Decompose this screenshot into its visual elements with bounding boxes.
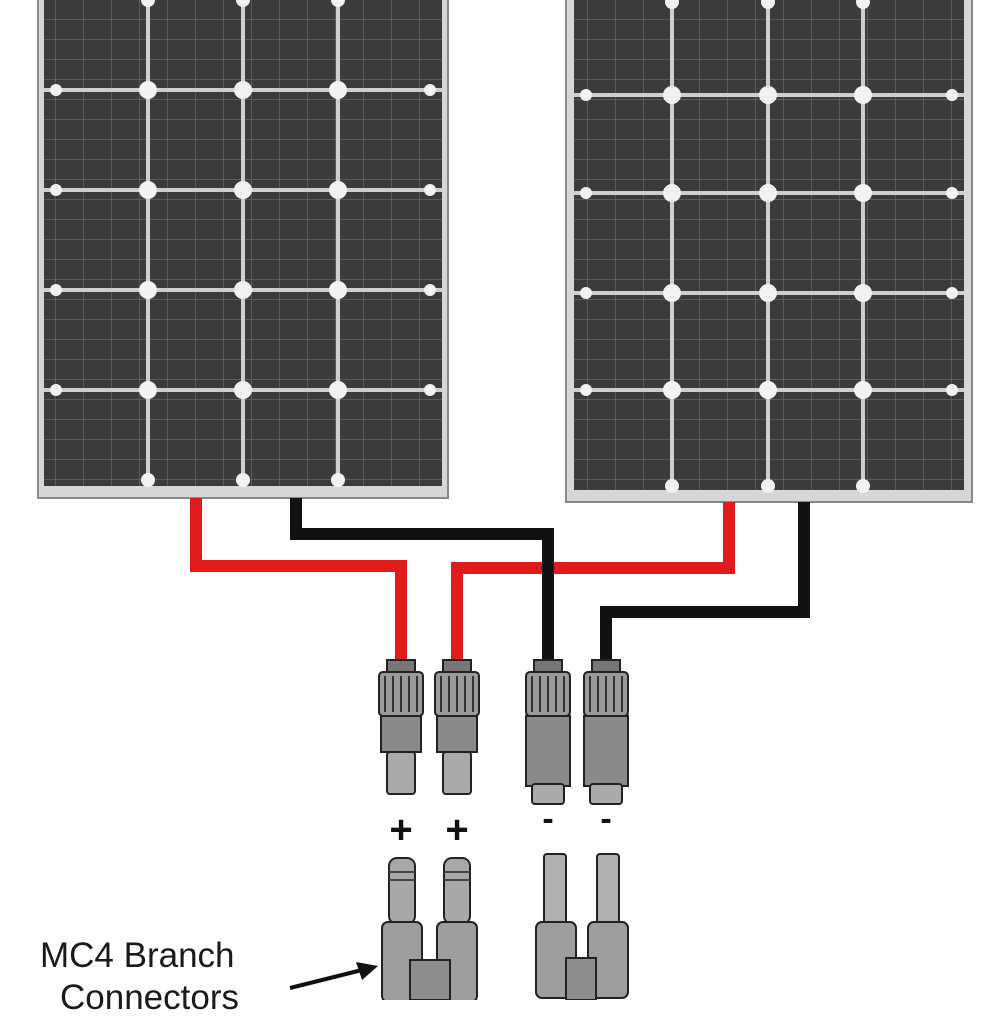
negative-wire-right-panel [600, 502, 810, 662]
positive-wire-left-panel [190, 498, 407, 662]
mc4-connector-negative-1 [525, 659, 571, 805]
branch-connector-negative [535, 853, 629, 1000]
caption-line-2: Connectors [60, 978, 239, 1017]
polarity-sign-positive-1: + [389, 808, 413, 852]
panel-junction-dots [50, 0, 436, 487]
panel-junction-dots [580, 0, 958, 493]
polarity-sign-negative-2: - [600, 800, 612, 838]
polarity-sign-positive-2: + [445, 808, 469, 852]
negative-wire-left-panel [290, 498, 554, 662]
branch-connector-positive [381, 857, 478, 1000]
mc4-connector-negative-2 [583, 659, 629, 805]
mc4-connectors [378, 659, 629, 805]
mc4-branch-connectors [381, 853, 629, 1000]
wiring [190, 498, 810, 662]
positive-wire-right-panel [451, 502, 735, 662]
solar-panel-right [565, 0, 973, 503]
mc4-connector-positive-1 [378, 659, 424, 795]
arrow-icon [289, 962, 378, 990]
caption-line-1: MC4 Branch [40, 936, 235, 975]
polarity-sign-negative-1: - [542, 800, 554, 838]
mc4-connector-positive-2 [434, 659, 480, 795]
branch-connector-caption: MC4 Branch Connectors [40, 935, 290, 1019]
solar-panel-left [37, 0, 449, 499]
